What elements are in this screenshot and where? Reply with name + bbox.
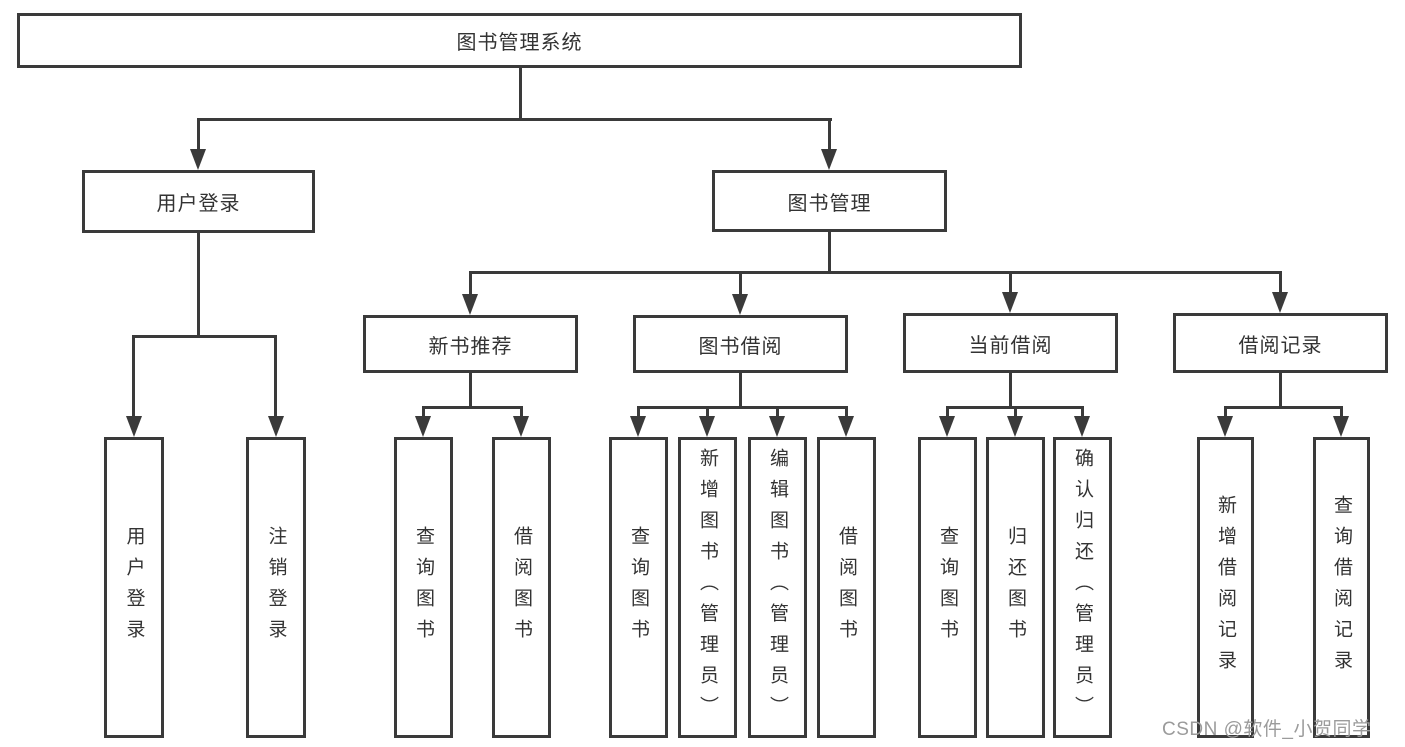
arrowhead-query-books-3 (939, 416, 955, 437)
leaf-add-books-admin: 新增图书（管理员） (678, 437, 737, 738)
node-new-book-recommend-label: 新书推荐 (428, 335, 513, 358)
node-book-borrowing-label: 图书借阅 (698, 335, 783, 358)
leaf-borrow-books-1-label: 借阅图书 (511, 525, 532, 650)
leaf-query-borrow-record-label: 查询借阅记录 (1331, 494, 1352, 681)
leaf-edit-books-admin: 编辑图书（管理员） (748, 437, 807, 738)
connector-user-login-bus (132, 335, 277, 338)
leaf-add-borrow-record: 新增借阅记录 (1197, 437, 1254, 738)
node-book-management-label: 图书管理 (787, 192, 872, 215)
arrowhead-add-record (1217, 416, 1233, 437)
arrowhead-confirm-return (1074, 416, 1090, 437)
leaf-confirm-return-admin: 确认归还（管理员） (1053, 437, 1112, 738)
arrowhead-new-book (462, 294, 478, 315)
connector-book-borrowing-bus (637, 406, 847, 409)
leaf-logout-label: 注销登录 (265, 525, 287, 650)
connector-new-book-bus (422, 406, 523, 409)
node-current-borrowing-label: 当前借阅 (968, 334, 1053, 357)
node-borrowing-records-label: 借阅记录 (1238, 334, 1323, 357)
arrowhead-query-books-2 (630, 416, 646, 437)
connector-drop-leaf-user-login (132, 335, 135, 420)
leaf-add-borrow-record-label: 新增借阅记录 (1215, 494, 1236, 681)
leaf-query-books-2: 查询图书 (609, 437, 668, 738)
leaf-borrow-books-2-label: 借阅图书 (836, 525, 857, 650)
arrowhead-edit-books (769, 416, 785, 437)
connector-drop-borrow-books-2 (845, 406, 848, 420)
node-user-login-label: 用户登录 (156, 193, 241, 215)
connector-borrowing-records-bus (1224, 406, 1342, 409)
node-book-management: 图书管理 (712, 170, 947, 232)
leaf-add-books-admin-label: 新增图书（管理员） (697, 448, 718, 727)
connector-drop-current-borrowing (1009, 271, 1012, 298)
node-root-label: 图书管理系统 (456, 32, 583, 54)
connector-user-login-stem (197, 233, 200, 335)
leaf-return-books: 归还图书 (986, 437, 1045, 738)
leaf-query-books-3-label: 查询图书 (937, 525, 958, 650)
leaf-confirm-return-admin-label: 确认归还（管理员） (1072, 448, 1093, 727)
node-user-login: 用户登录 (82, 170, 315, 233)
connector-drop-new-book (469, 271, 472, 298)
connector-drop-add-books (706, 406, 709, 420)
connector-drop-borrow-books-1 (520, 406, 523, 420)
leaf-query-books-3: 查询图书 (918, 437, 977, 738)
connector-root-stem (519, 68, 522, 118)
connector-book-borrowing-stem (739, 373, 742, 409)
arrowhead-book-borrowing (732, 294, 748, 315)
connector-drop-book-management (828, 118, 831, 156)
connector-drop-user-login (197, 118, 200, 156)
node-book-borrowing: 图书借阅 (633, 315, 848, 373)
arrowhead-query-record (1333, 416, 1349, 437)
connector-drop-query-record (1340, 406, 1343, 420)
leaf-borrow-books-2: 借阅图书 (817, 437, 876, 738)
connector-level2-bus (197, 118, 832, 121)
arrowhead-borrow-books-2 (838, 416, 854, 437)
arrowhead-return-books (1007, 416, 1023, 437)
leaf-user-login-label: 用户登录 (123, 525, 145, 650)
node-new-book-recommend: 新书推荐 (363, 315, 578, 373)
connector-drop-book-borrowing (739, 271, 742, 298)
arrowhead-user-login (190, 149, 206, 170)
node-current-borrowing: 当前借阅 (903, 313, 1118, 373)
leaf-return-books-label: 归还图书 (1005, 525, 1026, 650)
leaf-user-login: 用户登录 (104, 437, 164, 738)
arrowhead-borrowing-records (1272, 292, 1288, 313)
leaf-edit-books-admin-label: 编辑图书（管理员） (767, 448, 788, 727)
connector-drop-query-books-2 (637, 406, 640, 420)
leaf-logout: 注销登录 (246, 437, 306, 738)
connector-new-book-stem (469, 373, 472, 409)
connector-book-management-stem (828, 232, 831, 273)
connector-drop-query-books-1 (422, 406, 425, 420)
connector-drop-add-record (1224, 406, 1227, 420)
leaf-query-books-2-label: 查询图书 (628, 525, 649, 650)
csdn-watermark: CSDN @软件_小贺同学 (1162, 719, 1372, 740)
node-root: 图书管理系统 (17, 13, 1022, 68)
connector-drop-return-books (1014, 406, 1017, 420)
leaf-borrow-books-1: 借阅图书 (492, 437, 551, 738)
connector-drop-leaf-logout (274, 335, 277, 420)
connector-borrowing-records-stem (1279, 373, 1282, 409)
arrowhead-leaf-logout (268, 416, 284, 437)
connector-level3-bus (469, 271, 1282, 274)
arrowhead-add-books (699, 416, 715, 437)
node-borrowing-records: 借阅记录 (1173, 313, 1388, 373)
connector-current-borrowing-stem (1009, 373, 1012, 409)
leaf-query-borrow-record: 查询借阅记录 (1313, 437, 1370, 738)
connector-drop-query-books-3 (946, 406, 949, 420)
arrowhead-borrow-books-1 (513, 416, 529, 437)
connector-drop-edit-books (776, 406, 779, 420)
arrowhead-current-borrowing (1002, 292, 1018, 313)
connector-drop-borrowing-records (1279, 271, 1282, 298)
connector-drop-confirm-return (1081, 406, 1084, 420)
arrowhead-book-management (821, 149, 837, 170)
leaf-query-books-1-label: 查询图书 (413, 525, 434, 650)
leaf-query-books-1: 查询图书 (394, 437, 453, 738)
arrowhead-query-books-1 (415, 416, 431, 437)
arrowhead-leaf-user-login (126, 416, 142, 437)
